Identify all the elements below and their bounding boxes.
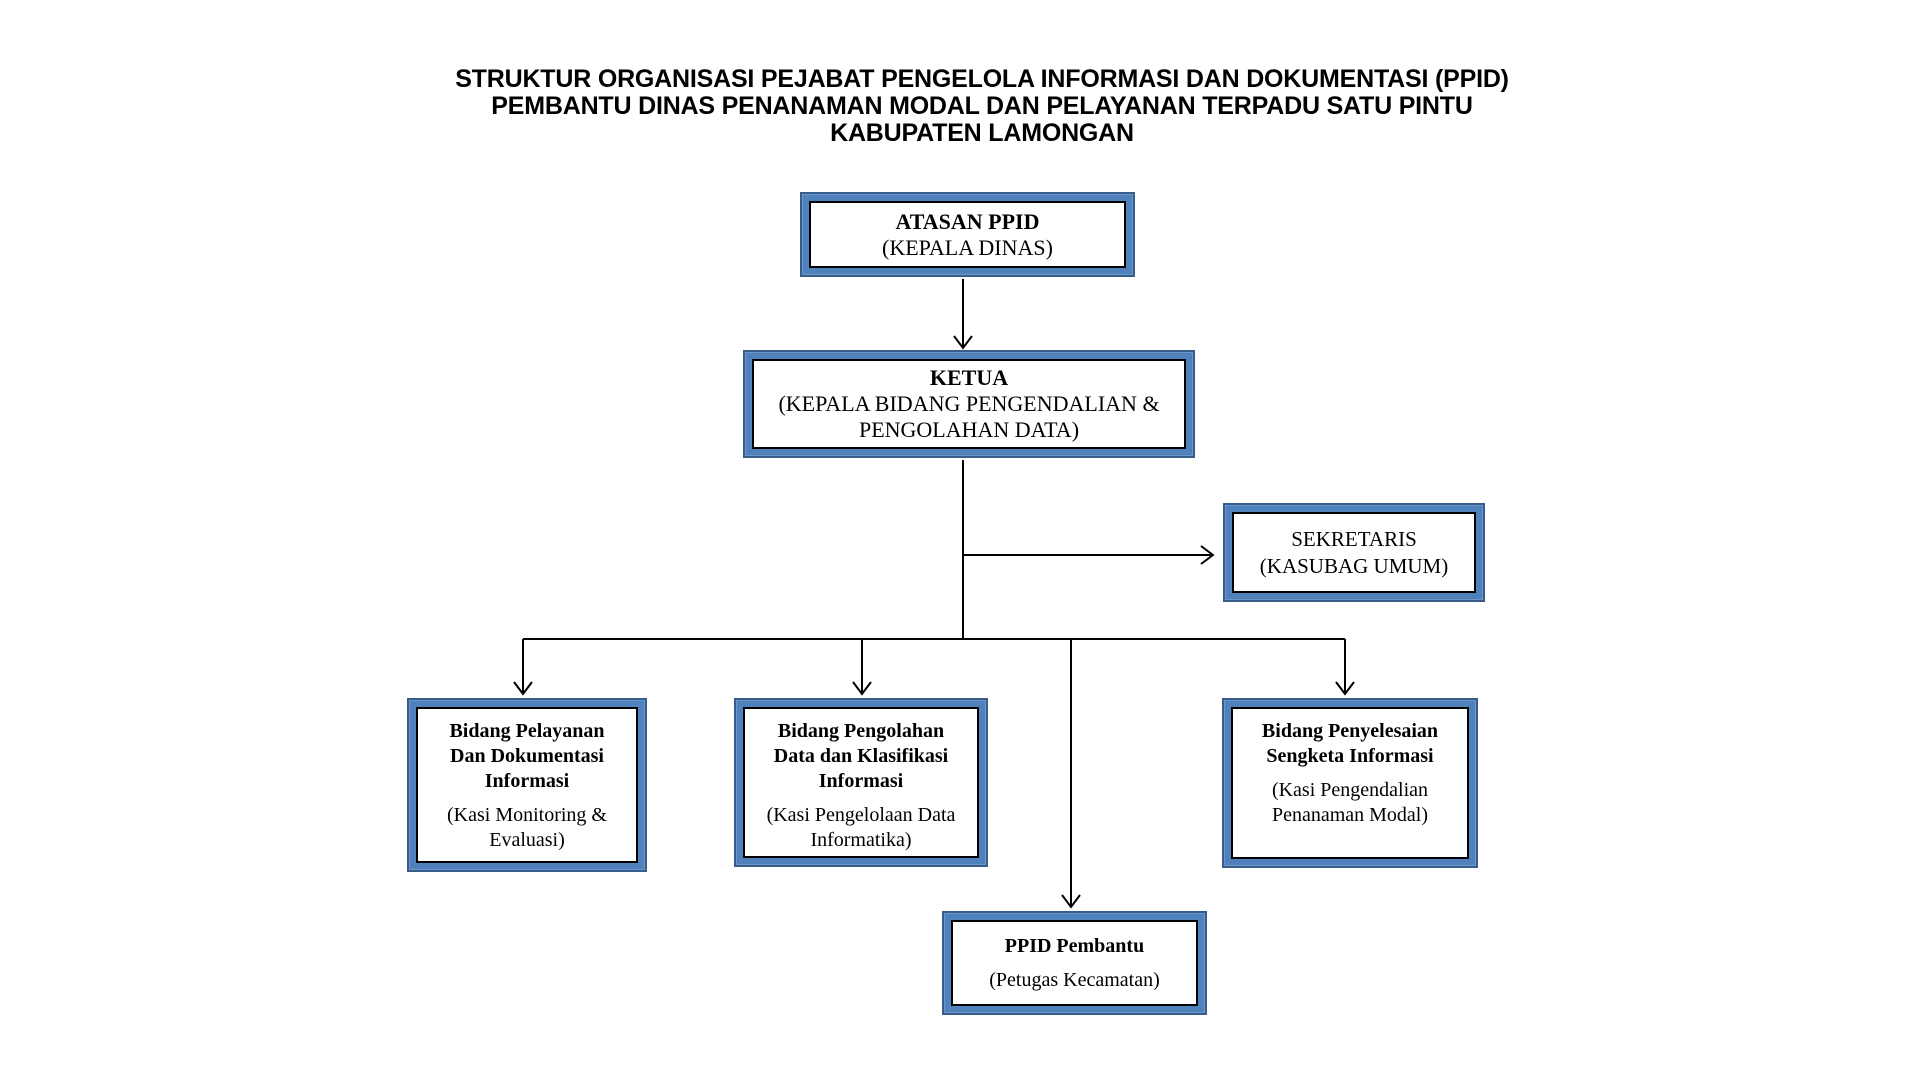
arrowhead-down-bidang-pengolahan: [852, 681, 872, 696]
arrowhead-down-bidang-pelayanan: [513, 681, 533, 696]
node-ketua: KETUA (KEPALA BIDANG PENGENDALIAN &PENGO…: [743, 350, 1195, 458]
node-ketua-title: KETUA: [929, 365, 1009, 390]
node-bidang-pelayanan-subtitle: (Kasi Monitoring &Evaluasi): [447, 804, 607, 851]
arrowhead-right-sekretaris: [1200, 545, 1215, 565]
node-sekretaris-subtitle: (KASUBAG UMUM): [1259, 553, 1449, 578]
node-atasan-subtitle: (KEPALA DINAS): [882, 234, 1053, 260]
arrowhead-down-bidang-penyelesaian: [1335, 681, 1355, 696]
node-sekretaris-title: SEKRETARIS: [1291, 526, 1417, 551]
arrowhead-down-ketua: [953, 335, 973, 350]
node-ketua-subtitle: (KEPALA BIDANG PENGENDALIAN &PENGOLAHAN …: [778, 391, 1160, 442]
node-atasan-title: ATASAN PPID: [895, 208, 1040, 234]
node-atasan-ppid: ATASAN PPID (KEPALA DINAS): [800, 192, 1135, 277]
arrowhead-down-ppid-pembantu: [1061, 894, 1081, 909]
chart-title: STRUKTUR ORGANISASI PEJABAT PENGELOLA IN…: [455, 65, 1509, 147]
node-ppid-pembantu: PPID Pembantu (Petugas Kecamatan): [942, 911, 1207, 1015]
node-ppid-pembantu-subtitle: (Petugas Kecamatan): [989, 968, 1160, 991]
node-sekretaris: SEKRETARIS (KASUBAG UMUM): [1223, 503, 1485, 602]
node-ppid-pembantu-title: PPID Pembantu: [1004, 934, 1145, 957]
